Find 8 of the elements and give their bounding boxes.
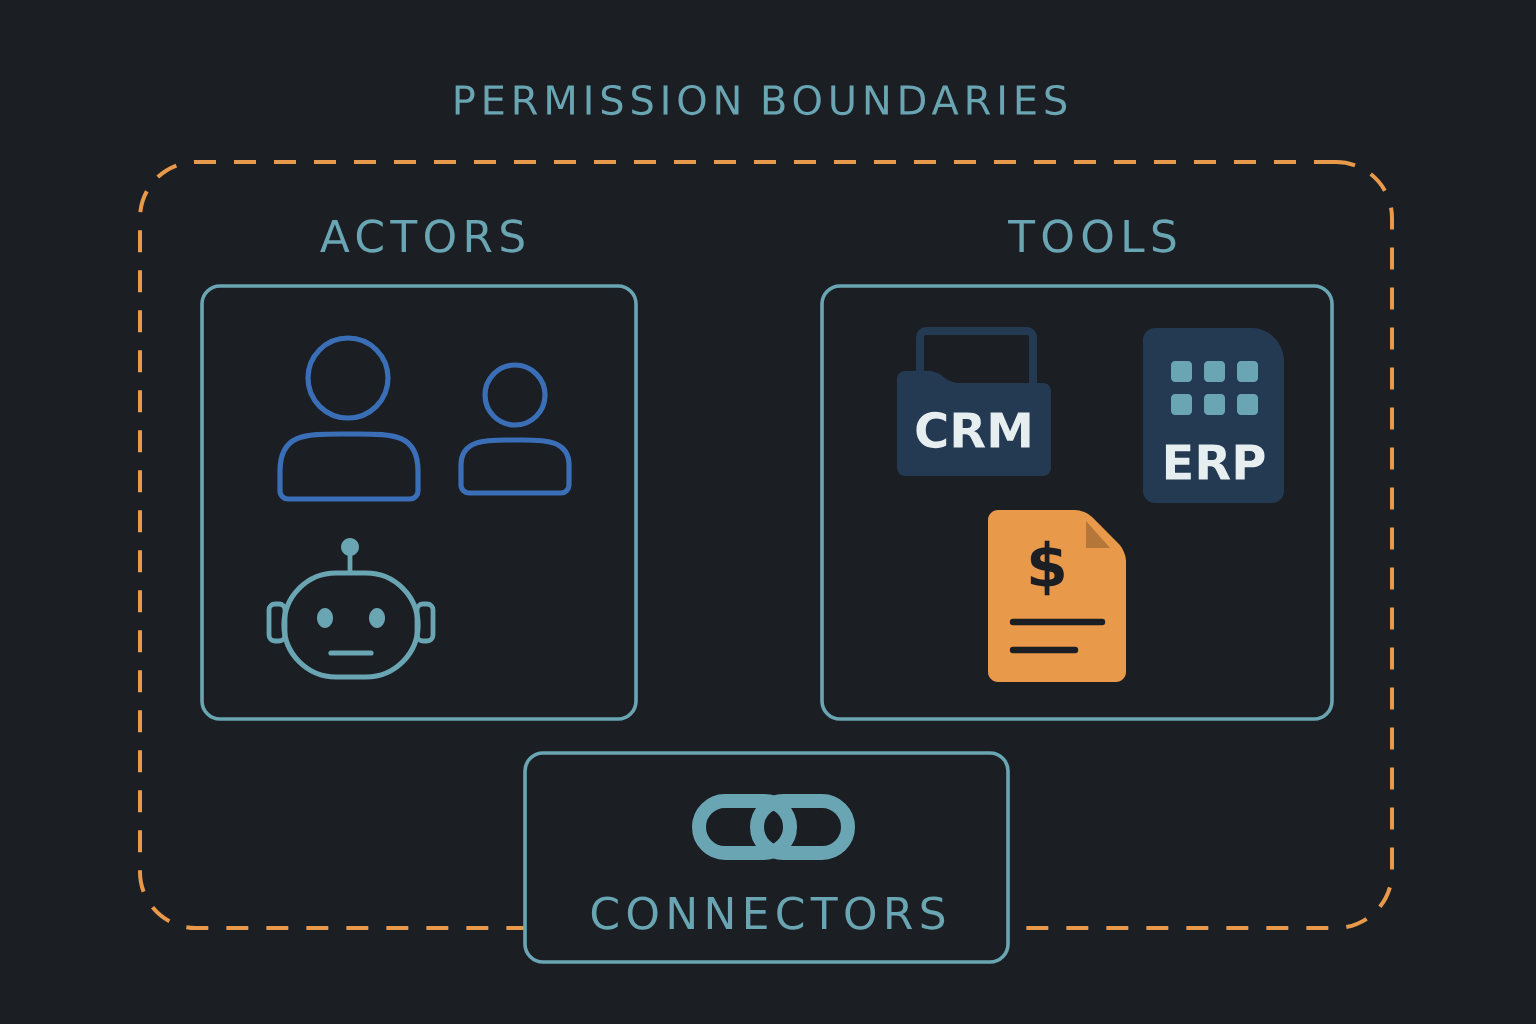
dollar-sign: $ (1030, 540, 1064, 596)
folder-tile: CRM (897, 327, 1051, 476)
node-label: PERMISSION BOUNDARIES (455, 84, 1067, 116)
group-box: ACTORS (200, 219, 638, 721)
connector-box: CONNECTORS (523, 751, 1010, 964)
node-label: TOOLS (1008, 219, 1176, 253)
node-label: ACTORS (320, 219, 524, 253)
module-tile: ERP (1143, 328, 1284, 503)
